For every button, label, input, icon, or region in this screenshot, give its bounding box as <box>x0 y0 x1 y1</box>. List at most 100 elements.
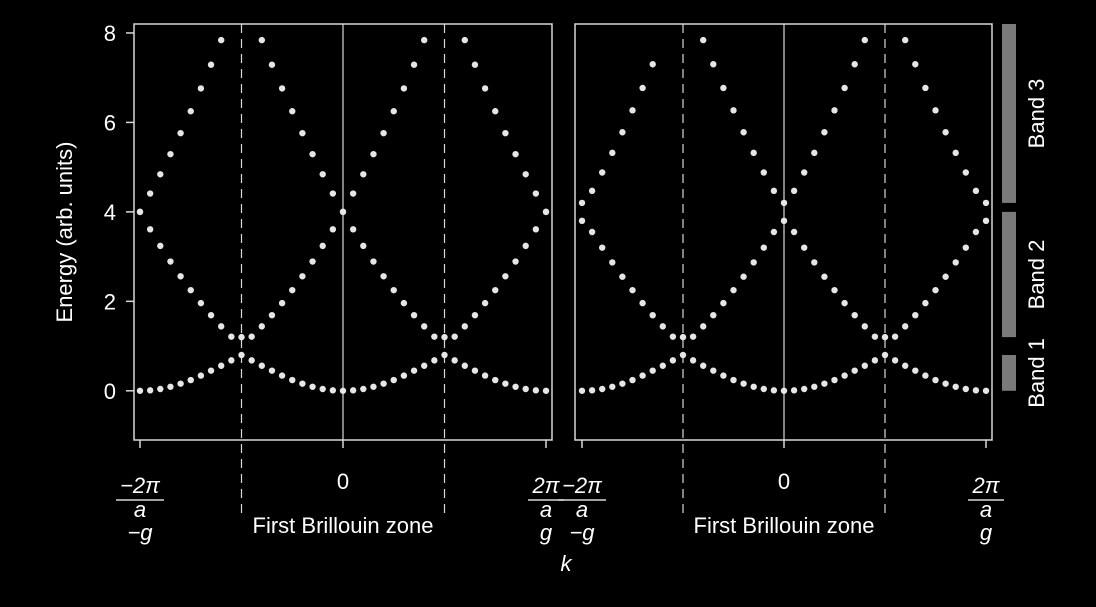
point-right-band3-29 <box>942 129 949 136</box>
point-left-band3-7 <box>207 61 215 68</box>
point-left-band1-21 <box>349 387 357 394</box>
point-right-band3-14 <box>760 169 767 176</box>
point-left-band1-36 <box>502 380 509 387</box>
point-right-band2-16 <box>740 273 747 280</box>
point-left-band2-25 <box>390 286 397 294</box>
point-right-band3-2 <box>599 169 606 176</box>
point-left-band1-32 <box>461 362 468 369</box>
point-left-band2-39 <box>532 226 540 233</box>
point-right-band1-20 <box>780 387 788 394</box>
point-left-band2-22 <box>360 242 367 250</box>
point-left-band1-31 <box>451 357 458 364</box>
point-right-band1-19 <box>770 387 778 394</box>
point-right-band2-12 <box>700 323 707 330</box>
point-right-band2-29 <box>871 333 879 340</box>
point-right-band2-3 <box>609 259 616 266</box>
y-tick-label-4: 4 <box>104 200 116 225</box>
point-left-band1-30 <box>441 351 448 359</box>
point-left-band1-12 <box>258 362 265 369</box>
point-left-band3-29 <box>492 108 499 115</box>
point-left-band2-19 <box>329 226 337 233</box>
point-right-band2-1 <box>588 228 596 236</box>
point-right-band1-31 <box>891 357 899 364</box>
point-right-band3-23 <box>851 61 858 68</box>
x-tick-label-right-g-left: g <box>540 520 553 545</box>
zone-label-left: First Brillouin zone <box>253 513 434 538</box>
point-left-band2-31 <box>451 333 458 340</box>
point-right-band3-0 <box>578 199 586 207</box>
point-left-band2-34 <box>481 299 489 307</box>
point-left-band3-13 <box>299 129 306 137</box>
band-bar-2 <box>1002 211 1016 338</box>
point-right-band2-9 <box>669 333 677 340</box>
point-left-band2-1 <box>146 226 154 233</box>
point-right-band1-37 <box>952 383 959 390</box>
point-left-band3-34 <box>542 208 550 216</box>
point-right-band3-31 <box>962 169 969 176</box>
point-right-band2-15 <box>730 286 737 294</box>
point-left-band2-21 <box>349 226 357 233</box>
band-bar-label-3: Band 3 <box>1024 79 1049 149</box>
point-right-band2-19 <box>770 228 778 236</box>
point-left-band2-16 <box>299 273 306 280</box>
point-right-band2-4 <box>619 273 626 280</box>
point-left-band1-8 <box>218 362 225 369</box>
point-left-band3-22 <box>390 108 397 115</box>
point-left-band3-16 <box>329 190 337 197</box>
point-right-band1-13 <box>710 367 717 374</box>
band-bar-3 <box>1002 24 1016 203</box>
x-tick-label-left-g-right: −g <box>569 520 595 545</box>
point-left-band1-28 <box>421 362 428 369</box>
point-right-band3-6 <box>639 84 646 92</box>
point-right-band2-24 <box>821 273 828 280</box>
point-right-band1-25 <box>831 376 838 384</box>
point-right-band2-14 <box>720 299 727 307</box>
point-right-band1-21 <box>790 387 798 394</box>
point-right-band1-39 <box>972 387 980 394</box>
point-right-band1-17 <box>750 383 757 390</box>
point-left-band2-5 <box>187 286 194 294</box>
point-right-band3-19 <box>811 149 818 157</box>
point-right-band3-22 <box>841 84 848 92</box>
point-left-band3-6 <box>197 85 205 92</box>
point-right-band1-18 <box>760 385 767 393</box>
point-left-band2-26 <box>400 299 408 307</box>
point-right-band1-28 <box>861 362 868 369</box>
x-tick-label-zero-left: 0 <box>337 469 349 494</box>
point-right-band3-3 <box>609 149 616 157</box>
point-right-band1-33 <box>912 367 919 374</box>
point-left-band2-27 <box>410 312 418 319</box>
point-left-band3-4 <box>177 129 184 137</box>
point-left-band1-14 <box>278 372 286 379</box>
point-right-band1-3 <box>609 383 616 390</box>
band-bar-label-2: Band 2 <box>1024 240 1049 310</box>
point-right-band3-24 <box>861 36 868 44</box>
point-left-band3-24 <box>410 61 418 68</box>
point-left-band1-5 <box>187 376 194 384</box>
point-right-band1-2 <box>599 385 606 393</box>
point-left-band3-33 <box>532 190 540 197</box>
point-left-band1-18 <box>319 385 326 393</box>
point-left-band3-25 <box>421 36 428 44</box>
point-left-band2-33 <box>471 312 479 319</box>
point-left-band1-39 <box>532 387 540 394</box>
point-right-band2-31 <box>891 333 899 340</box>
point-left-band3-27 <box>471 61 479 68</box>
point-right-band2-34 <box>922 299 929 307</box>
band-bar-1 <box>1002 355 1016 391</box>
point-right-band1-8 <box>659 362 666 369</box>
point-right-band2-21 <box>790 228 798 236</box>
point-right-band1-24 <box>821 380 828 387</box>
point-left-band3-9 <box>258 36 265 44</box>
zone-label-right: First Brillouin zone <box>694 513 875 538</box>
point-right-band2-6 <box>639 299 646 307</box>
point-right-band3-5 <box>629 107 636 114</box>
point-right-band2-20 <box>780 217 788 225</box>
point-left-band3-1 <box>146 190 154 197</box>
point-right-band2-8 <box>659 323 666 330</box>
point-left-band1-15 <box>289 376 296 384</box>
point-left-band2-38 <box>522 242 529 250</box>
point-left-band3-32 <box>522 171 529 178</box>
point-right-band2-23 <box>811 259 818 266</box>
point-right-band2-40 <box>982 217 990 225</box>
